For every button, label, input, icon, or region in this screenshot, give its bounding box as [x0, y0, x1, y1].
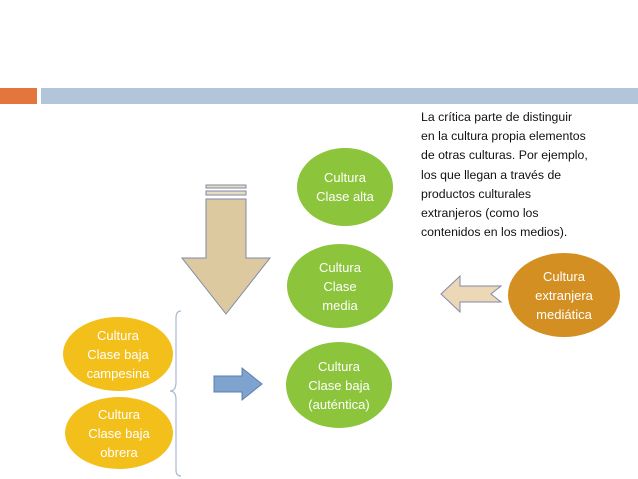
note-line: en la cultura propia elementos — [421, 129, 586, 144]
oval-line: Cultura — [318, 358, 360, 374]
note-line: contenidos en los medios). — [421, 225, 568, 240]
critique-note: La crítica parte de distinguir en la cul… — [421, 108, 631, 242]
note-line: La crítica parte de distinguir — [421, 110, 573, 124]
oval-clase-media: Cultura Clase media — [287, 244, 393, 328]
oval-line: media — [322, 297, 358, 313]
oval-extranjera-mediatica: Cultura extranjera mediática — [508, 253, 620, 337]
oval-line: mediática — [536, 306, 592, 322]
oval-line: Cultura — [98, 406, 140, 422]
note-line: los que llegan a través de — [421, 167, 562, 182]
oval-line: Cultura — [319, 259, 361, 275]
oval-line: Clase alta — [316, 189, 374, 204]
oval-line: Clase baja — [88, 425, 150, 441]
oval-clase-alta: Cultura Clase alta — [297, 148, 393, 226]
title-accent-blue — [41, 88, 638, 104]
note-line: extranjeros (como los — [421, 206, 539, 221]
note-line: productos culturales — [421, 186, 532, 201]
down-arrow-icon — [180, 184, 272, 315]
oval-line: (auténtica) — [308, 396, 370, 412]
oval-line: Clase baja — [308, 377, 370, 393]
oval-line: campesina — [86, 365, 150, 381]
oval-clase-baja-obrera: Cultura Clase baja obrera — [65, 397, 173, 469]
oval-line: obrera — [100, 444, 138, 460]
oval-line: Cultura — [97, 327, 139, 343]
bracket-icon — [169, 310, 182, 477]
note-line: de otras culturas. Por ejemplo, — [421, 148, 588, 163]
oval-line: Clase baja — [87, 346, 149, 362]
oval-line: Cultura — [543, 268, 585, 284]
oval-clase-baja-campesina: Cultura Clase baja campesina — [63, 317, 173, 391]
title-accent-orange — [0, 88, 37, 104]
oval-clase-baja-autentica: Cultura Clase baja (auténtica) — [286, 342, 392, 428]
oval-line: Cultura — [324, 170, 366, 185]
right-arrow-icon — [213, 366, 263, 402]
oval-line: extranjera — [535, 287, 593, 303]
oval-line: Clase — [323, 278, 357, 294]
left-arrow-icon — [440, 274, 503, 314]
